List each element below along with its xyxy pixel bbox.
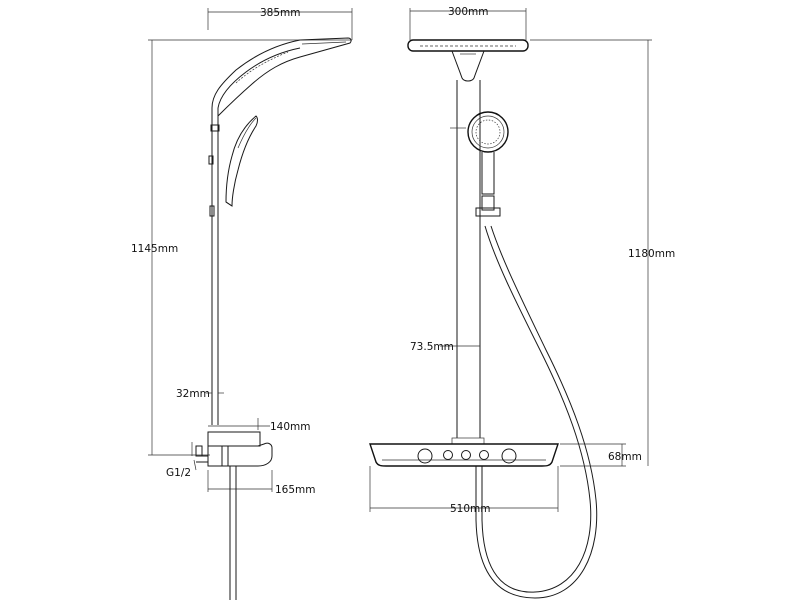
right-control-knob	[501, 448, 517, 464]
label-total-height-side: 1145mm	[131, 243, 178, 255]
dimension-bar-width: 73.5mm	[410, 341, 480, 353]
supply-pipe-side	[229, 466, 237, 600]
riser-bar-side	[208, 108, 219, 425]
label-shelf-height: 68mm	[608, 451, 642, 463]
hand-shower-front	[467, 111, 509, 217]
label-head-diameter: 300mm	[448, 6, 489, 18]
label-head-width: 385mm	[260, 7, 301, 19]
hand-shower-side	[225, 115, 258, 207]
button-3	[479, 450, 489, 460]
front-view: 300mm 73.5mm	[369, 6, 675, 599]
button-1	[443, 450, 453, 460]
button-2	[461, 450, 471, 460]
label-thread: G1/2	[166, 467, 191, 479]
riser-bar-front	[450, 80, 481, 438]
dimension-valve-depth: 165mm	[207, 470, 316, 496]
dimension-total-height-side: 1145mm	[131, 39, 352, 456]
dimension-head-diameter: 300mm	[409, 6, 527, 40]
left-control-knob	[417, 448, 433, 464]
label-bar-diameter: 32mm	[176, 388, 210, 400]
side-view: 385mm 1145mm	[131, 7, 353, 600]
label-shelf-depth: 140mm	[270, 421, 311, 433]
valve-body-side: 140mm G1/2	[166, 418, 311, 479]
dimension-shelf-width: 510mm	[369, 466, 559, 515]
dimension-bar-diameter: 32mm	[176, 388, 224, 400]
dimension-shelf-height: 68mm	[560, 443, 642, 467]
rain-head-front	[407, 39, 529, 82]
dimension-total-height-front: 1180mm	[530, 39, 675, 466]
label-valve-depth: 165mm	[275, 484, 316, 496]
valve-body-front	[369, 437, 559, 467]
label-shelf-width: 510mm	[450, 503, 491, 515]
dimension-head-width: 385mm	[207, 7, 353, 40]
flexible-hose-front	[475, 225, 598, 599]
label-total-height-front: 1180mm	[628, 248, 675, 260]
rain-head-side	[210, 37, 352, 132]
label-bar-width: 73.5mm	[410, 341, 454, 353]
